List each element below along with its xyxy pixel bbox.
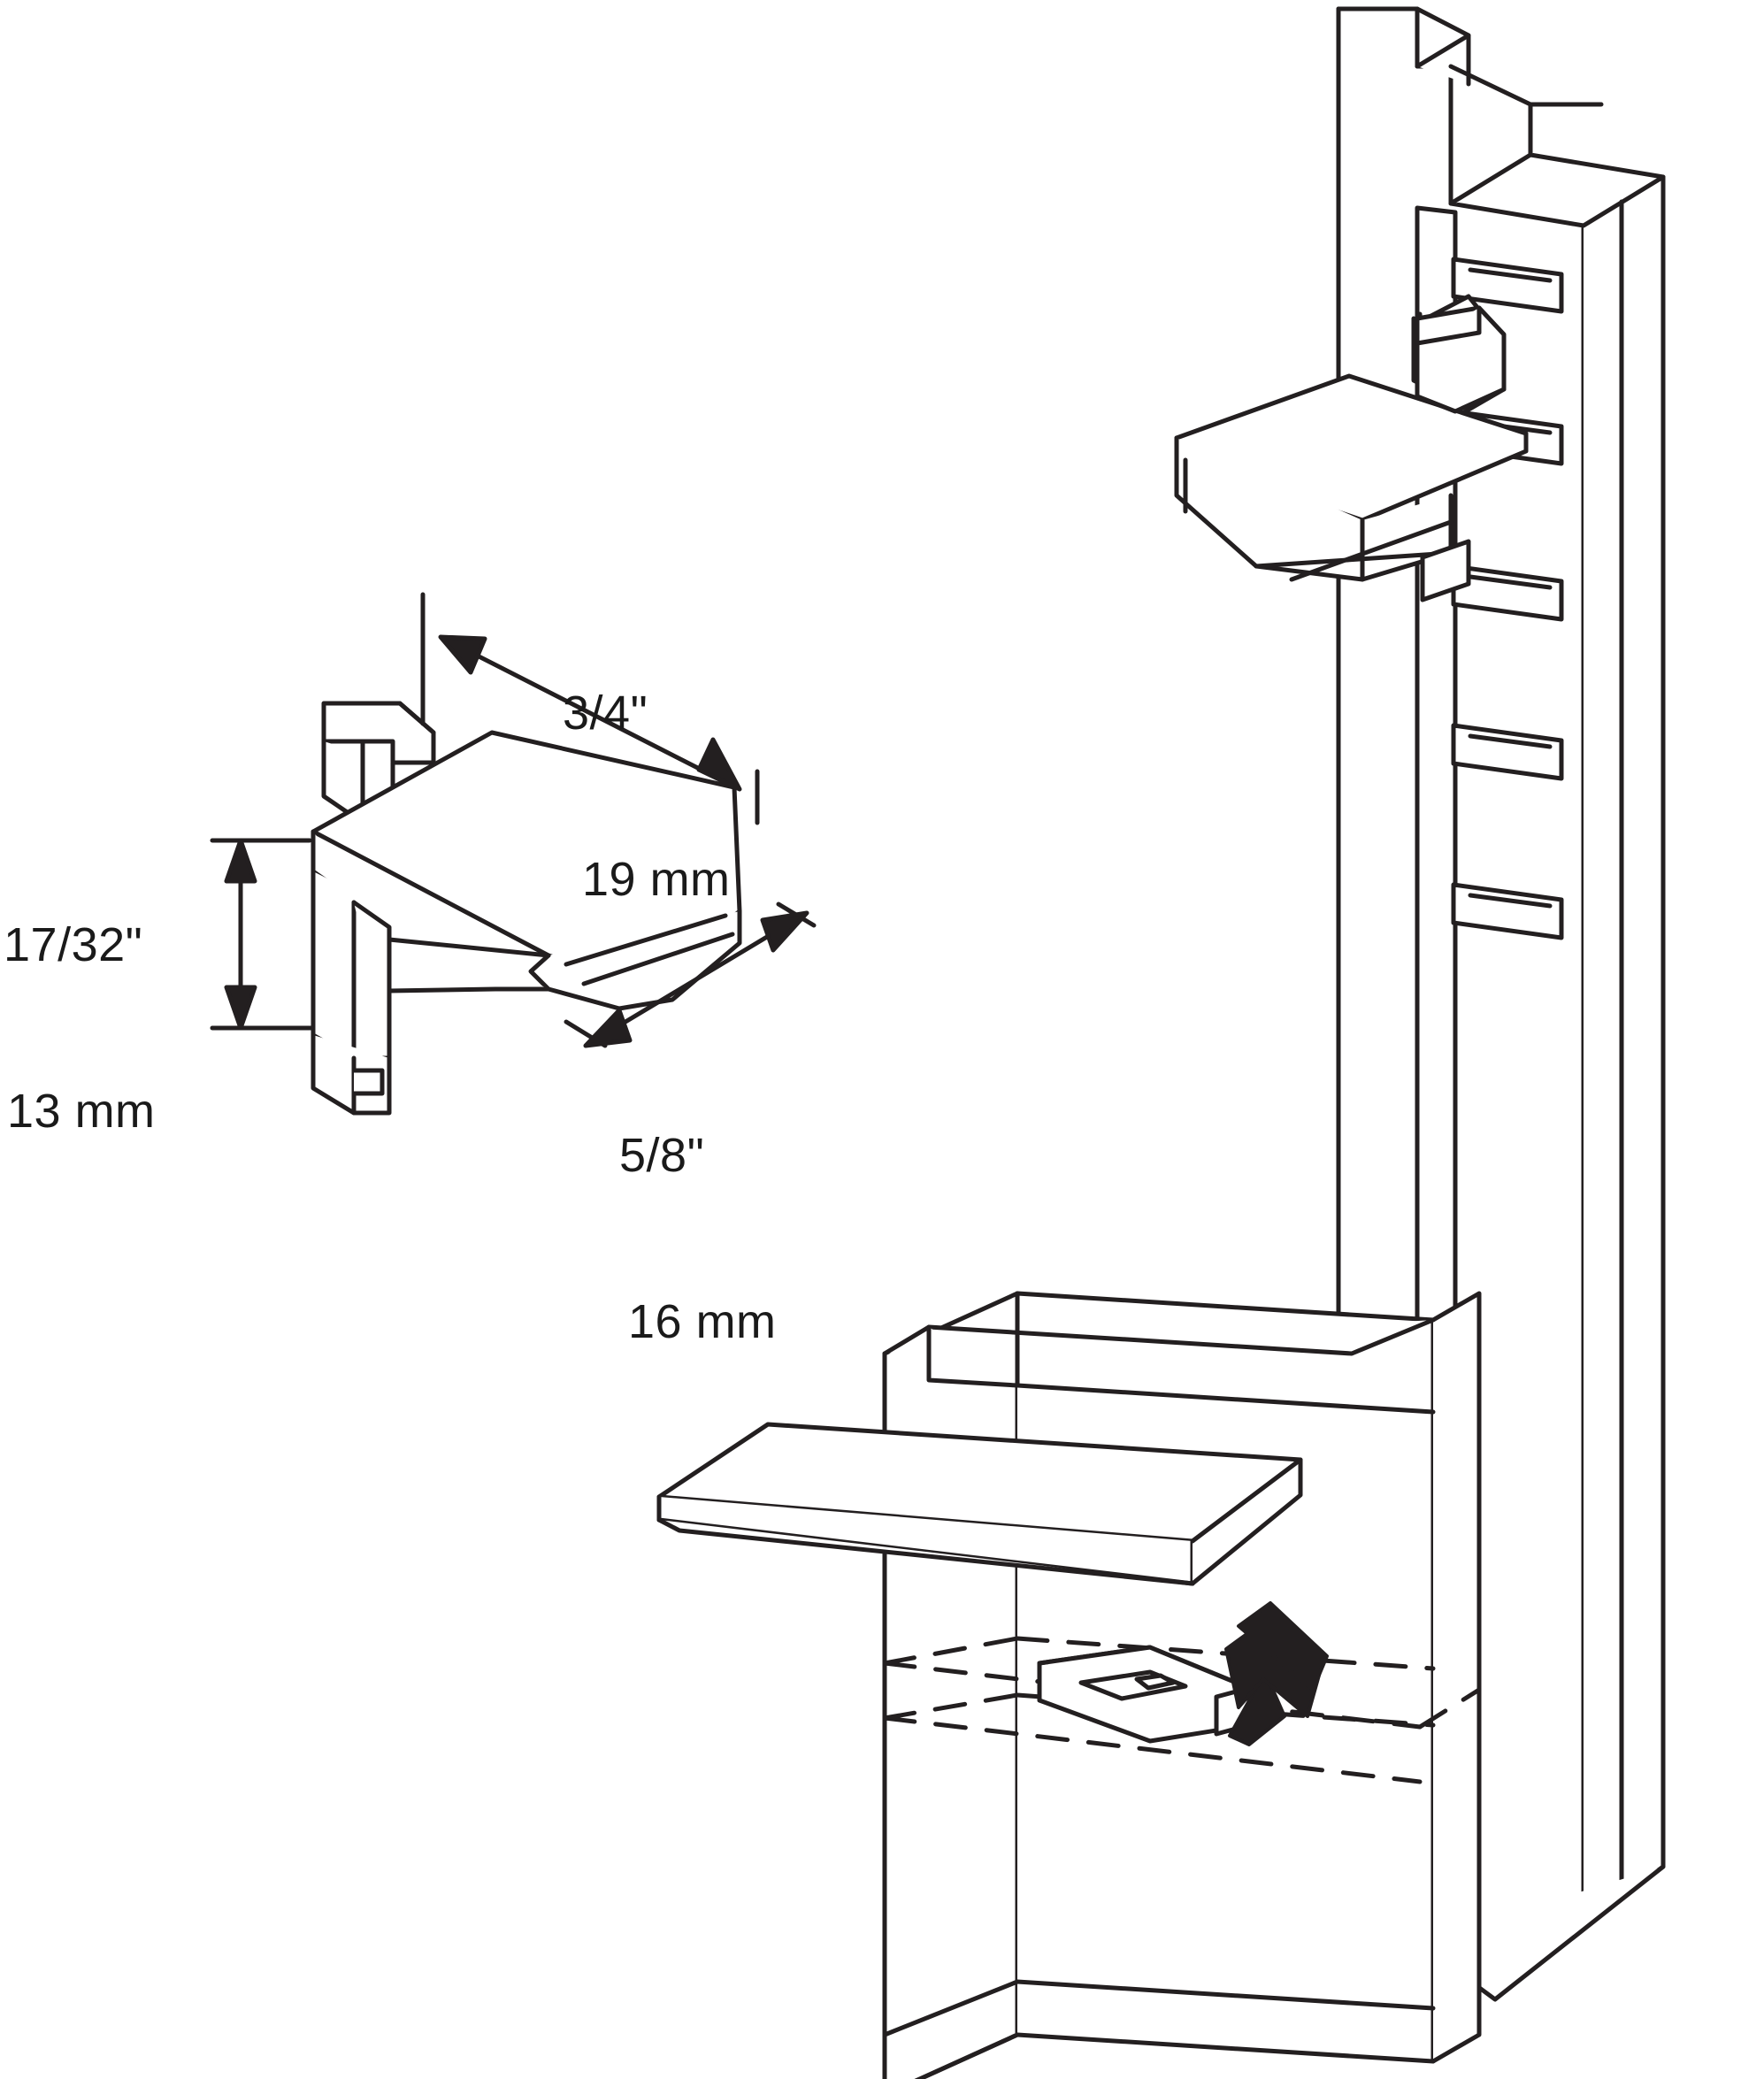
cabinet-top-edge2 xyxy=(926,1324,1020,1388)
dim-width-line xyxy=(445,638,735,788)
standard-slot-4-inner xyxy=(1468,733,1553,749)
dimension-width-metric: 19 mm xyxy=(582,853,731,907)
detail-clip-plate-front-fold-line2 xyxy=(581,932,735,986)
dimension-depth-imperial: 5/8" xyxy=(619,1129,705,1183)
shelf-position-dashed-right xyxy=(1417,1687,1482,1730)
detail-clip-gusset-inner2 xyxy=(351,900,392,1061)
shelf-position-dashed-back xyxy=(1015,1636,1436,1671)
detail-clip-plate-front-fold-line xyxy=(564,913,728,967)
dimension-label-width: 3/4" 19 mm xyxy=(563,575,731,963)
dimension-label-height: 17/32" 13 mm xyxy=(4,807,156,1194)
view-cabinet-install xyxy=(656,1291,1482,2079)
view-standard-mount-clip xyxy=(1174,305,1529,602)
detail-clip-foot-lug xyxy=(351,1068,385,1096)
dim-depth-arrow-lower xyxy=(583,1008,633,1048)
cabinet-left-side xyxy=(882,1291,1020,2079)
cabinet-bottom-rail xyxy=(914,2032,1020,2079)
dimension-height-imperial: 17/32" xyxy=(4,918,143,972)
dim-height-arrow-bottom xyxy=(224,985,257,1031)
dim-depth-line xyxy=(592,916,801,1043)
lift-arrow-head xyxy=(1237,1601,1329,1692)
cabinet-clip-top-face xyxy=(1037,1645,1252,1691)
dim-width-arrow-right xyxy=(696,737,742,792)
standard-top-edge-c xyxy=(1448,64,1533,107)
dimension-width-imperial: 3/4" xyxy=(563,687,648,740)
cabinet-top-edge xyxy=(882,1317,1436,1356)
dimension-depth-metric: 16 mm xyxy=(628,1295,777,1349)
dim-height-arrow-top xyxy=(224,838,257,884)
cabinet-shelf-left-tip xyxy=(656,1517,1195,1586)
cabinet-clip-pin xyxy=(1134,1673,1176,1691)
standard-slot-1-inner xyxy=(1468,267,1553,283)
standard-top-edge-b xyxy=(1415,6,1471,38)
mounted-clip-gusset-line2 xyxy=(1289,519,1453,582)
cabinet-right-side xyxy=(1430,1291,1482,2064)
mounted-clip-gusset-line xyxy=(1254,550,1453,569)
detail-clip-gusset-rib xyxy=(387,937,551,958)
dim-width-arrow-left xyxy=(438,634,487,675)
dimension-label-depth: 5/8" 16 mm xyxy=(619,1017,777,1405)
shelf-position-dashed-left2 xyxy=(882,1692,1020,1721)
standard-top-chamfer2 xyxy=(1528,102,1604,157)
cabinet-bottom-inner2 xyxy=(882,1979,1020,2037)
cabinet-shelf-right-edge xyxy=(1190,1457,1303,1586)
standard-slot-3-inner xyxy=(1468,574,1553,590)
standard-slot-5-inner xyxy=(1468,893,1553,909)
shelf-position-dashed-front2 xyxy=(882,1715,1423,1784)
detail-clip-hook-tab-top xyxy=(397,701,436,735)
cabinet-top-rail xyxy=(1015,1383,1436,1415)
mounted-clip-tab-lower xyxy=(1420,539,1471,602)
dimension-height-metric: 13 mm xyxy=(7,1085,156,1139)
dim-depth-arrow-upper xyxy=(760,910,809,953)
mounted-clip-tab-upper-line xyxy=(1415,305,1482,346)
cabinet-bottom-inner xyxy=(1015,1979,1436,2011)
shelf-position-dashed-left xyxy=(882,1636,1020,1666)
dimension-lines xyxy=(210,592,817,1048)
